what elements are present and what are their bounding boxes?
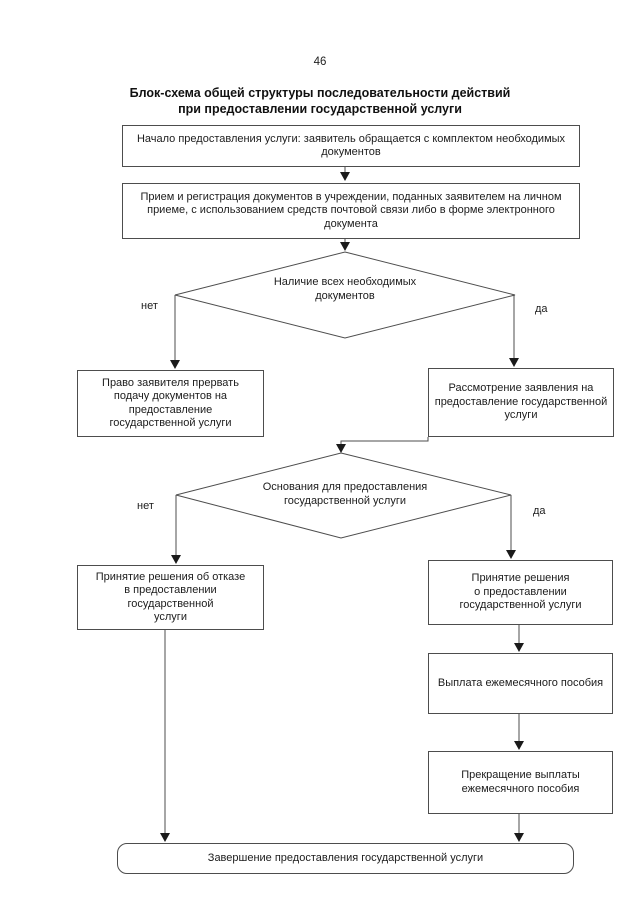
arrowhead-icon	[514, 833, 524, 842]
node-monthly-payment-label: Выплата ежемесячного пособия	[437, 676, 604, 689]
node-start: Начало предоставления услуги: заявитель …	[122, 125, 580, 167]
arrowhead-icon	[514, 741, 524, 750]
diagram-title: Блок-схема общей структуры последователь…	[0, 86, 640, 117]
arrowhead-icon	[340, 172, 350, 181]
arrowhead-icon	[160, 833, 170, 842]
node-end-terminator: Завершение предоставления государственно…	[117, 843, 574, 874]
arrowhead-icon	[340, 242, 350, 251]
decision-documents-label: Наличие всех необходимых документов	[273, 276, 417, 302]
arrowhead-icon	[336, 444, 346, 453]
node-refusal-decision: Принятие решения об отказе в предоставле…	[77, 565, 264, 630]
node-start-label: Начало предоставления услуги: заявитель …	[136, 132, 566, 159]
decision-grounds-label: Основания для предоставления государстве…	[262, 481, 428, 507]
node-payment-termination: Прекращение выплаты ежемесячного пособия	[428, 751, 613, 814]
node-review-application: Рассмотрение заявления на предоставление…	[428, 368, 614, 437]
node-refusal-decision-label: Принятие решения об отказе в предоставле…	[95, 570, 246, 624]
node-payment-termination-label: Прекращение выплаты ежемесячного пособия	[461, 769, 580, 795]
title-line-1: Блок-схема общей структуры последователь…	[129, 86, 511, 100]
arrowhead-icon	[506, 550, 516, 559]
decision-grounds-no-label: нет	[137, 500, 154, 512]
node-right-to-interrupt: Право заявителя прервать подачу документ…	[77, 370, 264, 437]
node-right-to-interrupt-label: Право заявителя прервать подачу документ…	[102, 376, 239, 430]
decision-grounds-shape	[175, 452, 512, 539]
arrowhead-icon	[171, 555, 181, 564]
arrowhead-icon	[509, 358, 519, 367]
node-monthly-payment: Выплата ежемесячного пособия	[428, 653, 613, 714]
page-number: 46	[313, 56, 327, 68]
decision-grounds-yes-label: да	[533, 505, 546, 517]
decision-documents-yes-label: да	[535, 303, 548, 315]
title-line-2: при предоставлении государственной услуг…	[178, 101, 462, 116]
node-approval-decision: Принятие решения о предоставлении госуда…	[428, 560, 613, 625]
decision-documents-shape	[174, 251, 516, 339]
node-end-terminator-label: Завершение предоставления государственно…	[207, 851, 484, 864]
node-receive-register-label: Прием и регистрация документов в учрежде…	[140, 190, 562, 230]
node-approval-decision-label: Принятие решения о предоставлении госуда…	[459, 572, 582, 612]
node-review-application-label: Рассмотрение заявления на предоставление…	[434, 382, 608, 422]
connector-review-to-decision2	[340, 437, 429, 445]
node-receive-register: Прием и регистрация документов в учрежде…	[122, 183, 580, 239]
arrowhead-icon	[170, 360, 180, 369]
arrowhead-icon	[514, 643, 524, 652]
decision-documents-no-label: нет	[141, 300, 158, 312]
